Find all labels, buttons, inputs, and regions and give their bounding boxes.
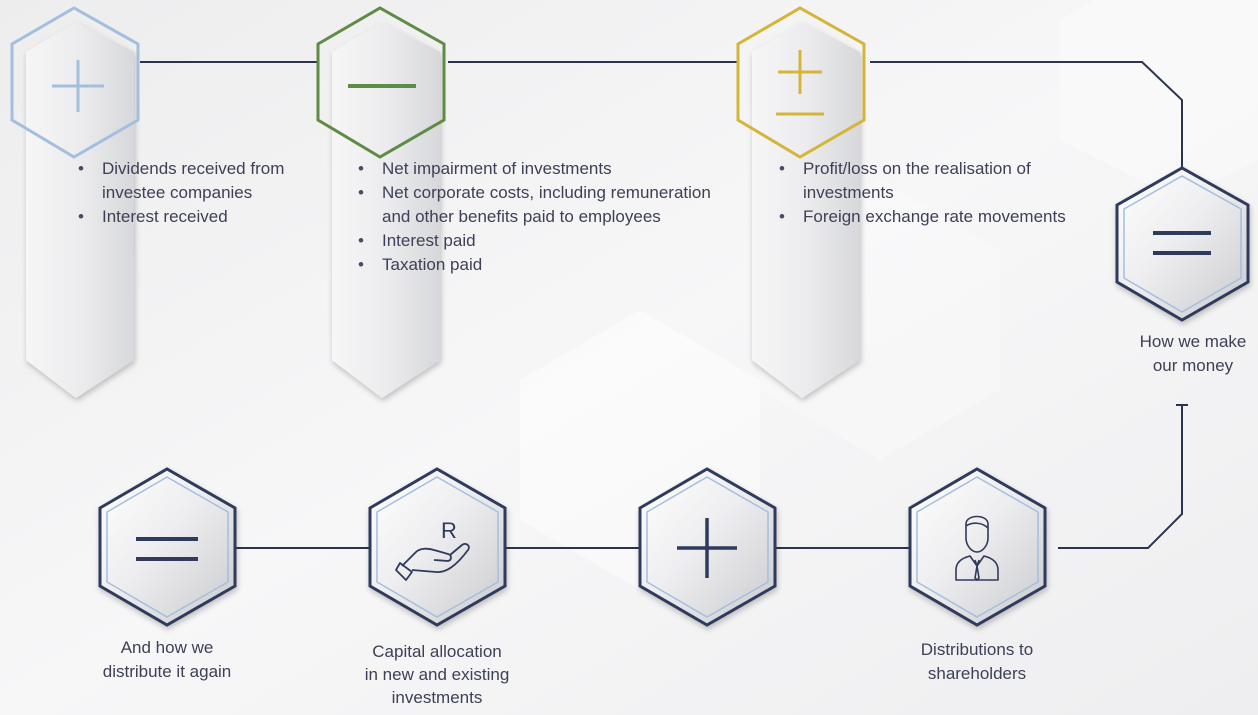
list-item: Interest paid [354,229,724,253]
bottom-node-capital [368,467,507,627]
list-item: Taxation paid [354,253,724,277]
label-line: And how we [120,638,214,657]
list-item: Interest received [74,205,304,229]
rand-glyph: R [441,518,457,543]
list-item: Profit/loss on the realisation of invest… [775,157,1075,205]
person-icon [955,515,999,581]
connector-lines [140,61,1188,549]
label-line: in new and existing [364,665,510,684]
label-line: shareholders [927,664,1027,683]
label-line: Capital allocation [372,642,502,661]
plus-icon [52,60,104,112]
bottom-node-capital-label: Capital allocation in new and existing i… [332,640,542,709]
bottom-node-equals-label: And how we distribute it again [62,636,272,684]
column-minus-outline [316,6,446,159]
equals-icon [136,537,198,561]
plus-icon [677,518,737,578]
bottom-node-distributions [908,467,1047,627]
label-line: How we make [1139,332,1247,351]
list-item: Dividends received from investee compani… [74,157,304,205]
plus-minus-icon [776,50,824,116]
label-line: our money [1152,356,1234,375]
right-node-label: How we make our money [1128,330,1258,378]
list-item: Foreign exchange rate movements [775,205,1075,229]
label-line: distribute it again [102,662,232,681]
bottom-node-equals [98,467,237,627]
equals-icon [1153,231,1211,255]
right-node [1115,166,1250,322]
column-plus-minus-list: Profit/loss on the realisation of invest… [775,157,1075,229]
column-plus-list: Dividends received from investee compani… [74,157,304,229]
label-line: Distributions to [920,640,1034,659]
hand-rand-icon [395,543,470,581]
list-item: Net corporate costs, including remunerat… [354,181,724,229]
list-item: Net impairment of investments [354,157,724,181]
column-plus-minus-outline [736,6,866,159]
bottom-node-distributions-label: Distributions to shareholders [872,638,1082,686]
column-minus-list: Net impairment of investments Net corpor… [354,157,724,277]
label-line: investments [391,688,483,707]
column-plus-outline [10,6,140,159]
